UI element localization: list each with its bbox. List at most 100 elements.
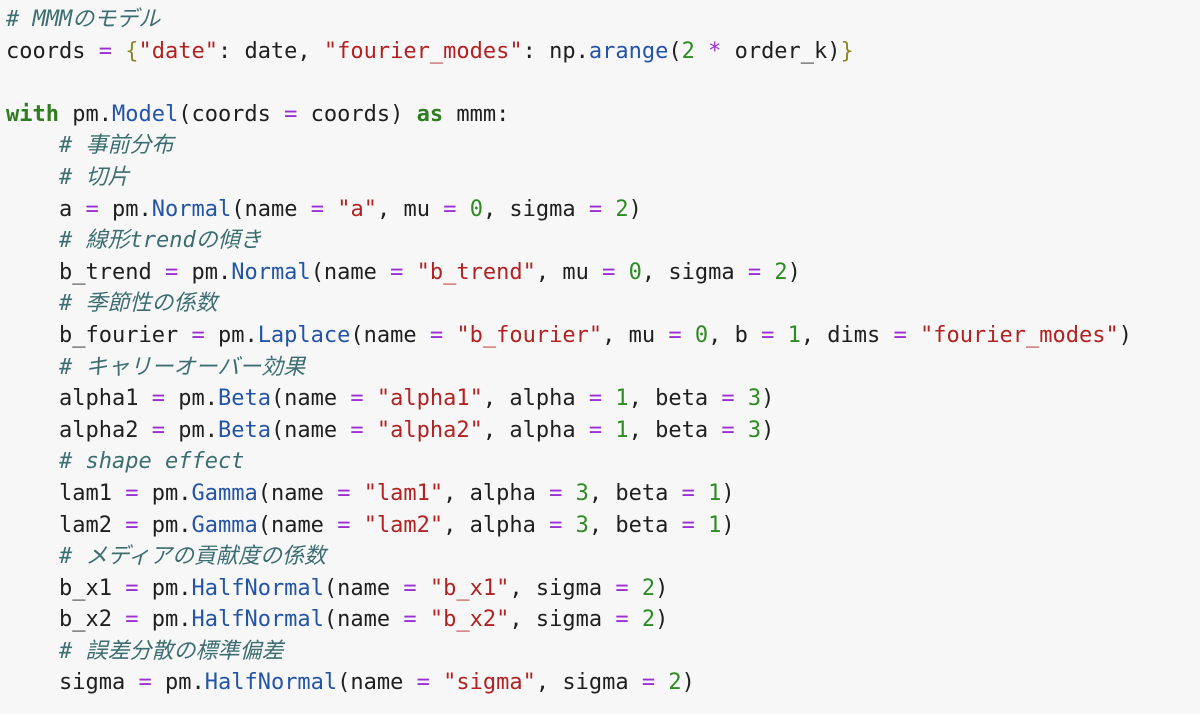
code-comment: # MMMのモデル — [6, 7, 161, 32]
string-literal: "b_trend" — [416, 259, 536, 285]
operator: = — [588, 196, 603, 222]
code-text — [695, 39, 708, 64]
code-line[interactable]: b_fourier = pm.Laplace(name = "b_fourier… — [6, 320, 1200, 352]
code-text — [602, 197, 615, 222]
code-text: lam2 — [59, 512, 126, 538]
code-text: pm. — [151, 670, 205, 696]
code-text: b_fourier — [59, 322, 192, 348]
operator: = — [416, 670, 430, 696]
code-text: b_x1 — [59, 575, 126, 601]
code-text: order_k) — [721, 38, 841, 64]
code-text: (name — [231, 196, 311, 222]
code-line[interactable]: b_trend = pm.Normal(name = "b_trend", mu… — [6, 257, 1200, 289]
operator: = — [125, 575, 139, 601]
operator: = — [98, 38, 112, 64]
operator: = — [668, 322, 682, 348]
brace: } — [840, 38, 854, 64]
code-comment: # 線形trendの傾き — [59, 228, 262, 254]
operator: = — [588, 386, 603, 412]
code-line[interactable]: # 誤差分散の標準偏差 — [6, 636, 1200, 668]
operator: = — [588, 417, 603, 443]
code-line[interactable]: # 季節性の係数 — [6, 288, 1200, 320]
operator: = — [641, 670, 656, 696]
code-text — [112, 39, 125, 64]
code-text: coords) — [297, 101, 417, 127]
code-text: ) — [628, 196, 642, 222]
code-line[interactable]: # shape effect — [6, 446, 1200, 478]
code-text — [907, 323, 920, 348]
code-text — [562, 513, 575, 538]
code-line[interactable]: with pm.Model(coords = coords) as mmm: — [6, 99, 1200, 131]
code-text: , mu — [376, 196, 444, 222]
code-line[interactable]: b_x1 = pm.HalfNormal(name = "b_x1", sigm… — [6, 573, 1200, 605]
operator: = — [549, 480, 563, 506]
code-line[interactable]: # メディアの貢献度の係数 — [6, 541, 1200, 573]
code-line[interactable]: lam2 = pm.Gamma(name = "lam2", alpha = 3… — [6, 510, 1200, 542]
code-text — [350, 513, 363, 538]
code-line[interactable]: # 事前分布 — [6, 130, 1200, 162]
keyword: with — [6, 101, 59, 127]
code-text: (name — [350, 322, 430, 348]
string-literal: "date" — [138, 38, 218, 64]
number-literal: 2 — [668, 670, 682, 696]
code-line[interactable]: alpha2 = pm.Beta(name = "alpha2", alpha … — [6, 415, 1200, 447]
operator: = — [151, 417, 165, 443]
code-text: ) — [1118, 322, 1132, 348]
code-line[interactable]: b_x2 = pm.HalfNormal(name = "b_x2", sigm… — [6, 604, 1200, 636]
operator: = — [403, 607, 417, 633]
code-text: ) — [655, 607, 669, 633]
code-text — [695, 513, 708, 538]
code-text: a — [59, 196, 86, 222]
code-line[interactable]: alpha1 = pm.Beta(name = "alpha1", alpha … — [6, 383, 1200, 415]
code-line[interactable] — [6, 67, 1200, 99]
operator: = — [337, 480, 351, 506]
code-line[interactable]: coords = {"date": date, "fourier_modes":… — [6, 36, 1200, 68]
string-literal: "sigma" — [443, 670, 536, 696]
number-literal: 3 — [575, 512, 589, 538]
code-text: , dims — [800, 322, 894, 348]
code-line[interactable]: # 線形trendの傾き — [6, 225, 1200, 257]
operator: = — [164, 259, 179, 285]
string-literal: "alpha2" — [376, 417, 483, 443]
number-literal: 2 — [681, 38, 695, 64]
string-literal: "a" — [337, 196, 377, 222]
code-text: pm. — [204, 322, 258, 348]
operator: = — [284, 101, 298, 127]
code-text: ) — [761, 417, 775, 443]
code-text — [324, 197, 337, 222]
code-line[interactable]: a = pm.Normal(name = "a", mu = 0, sigma … — [6, 194, 1200, 226]
code-text: pm. — [58, 101, 112, 127]
operator: = — [85, 196, 99, 222]
code-text: , beta — [588, 512, 682, 538]
code-line[interactable]: # 切片 — [6, 162, 1200, 194]
code-line[interactable]: # キャリーオーバー効果 — [6, 352, 1200, 384]
function-name: HalfNormal — [191, 575, 324, 601]
code-line[interactable]: sigma = pm.HalfNormal(name = "sigma", si… — [6, 667, 1200, 699]
operator: = — [602, 259, 616, 285]
string-literal: "fourier_modes" — [920, 322, 1119, 348]
code-line[interactable]: # MMMのモデル — [6, 4, 1200, 36]
code-text: (coords — [178, 101, 285, 127]
code-text: , mu — [535, 259, 603, 285]
code-comment: # キャリーオーバー効果 — [59, 354, 306, 380]
code-text — [602, 386, 615, 411]
brace: { — [125, 38, 139, 64]
code-text: sigma — [59, 670, 139, 696]
operator: = — [350, 417, 364, 443]
code-text: , alpha — [482, 386, 589, 412]
code-line[interactable]: lam1 = pm.Gamma(name = "lam1", alpha = 3… — [6, 478, 1200, 510]
operator: * — [708, 38, 722, 64]
code-text: (name — [270, 417, 351, 443]
number-literal: 3 — [747, 386, 762, 412]
operator: = — [681, 512, 695, 538]
code-text: ) — [721, 480, 735, 506]
number-literal: 1 — [615, 386, 629, 412]
code-text — [350, 481, 363, 506]
code-comment: # shape effect — [59, 449, 245, 475]
code-text: ) — [655, 575, 669, 601]
code-text: , alpha — [443, 512, 550, 538]
code-text: , alpha — [482, 417, 589, 443]
operator: = — [125, 607, 139, 633]
operator: = — [761, 322, 775, 348]
